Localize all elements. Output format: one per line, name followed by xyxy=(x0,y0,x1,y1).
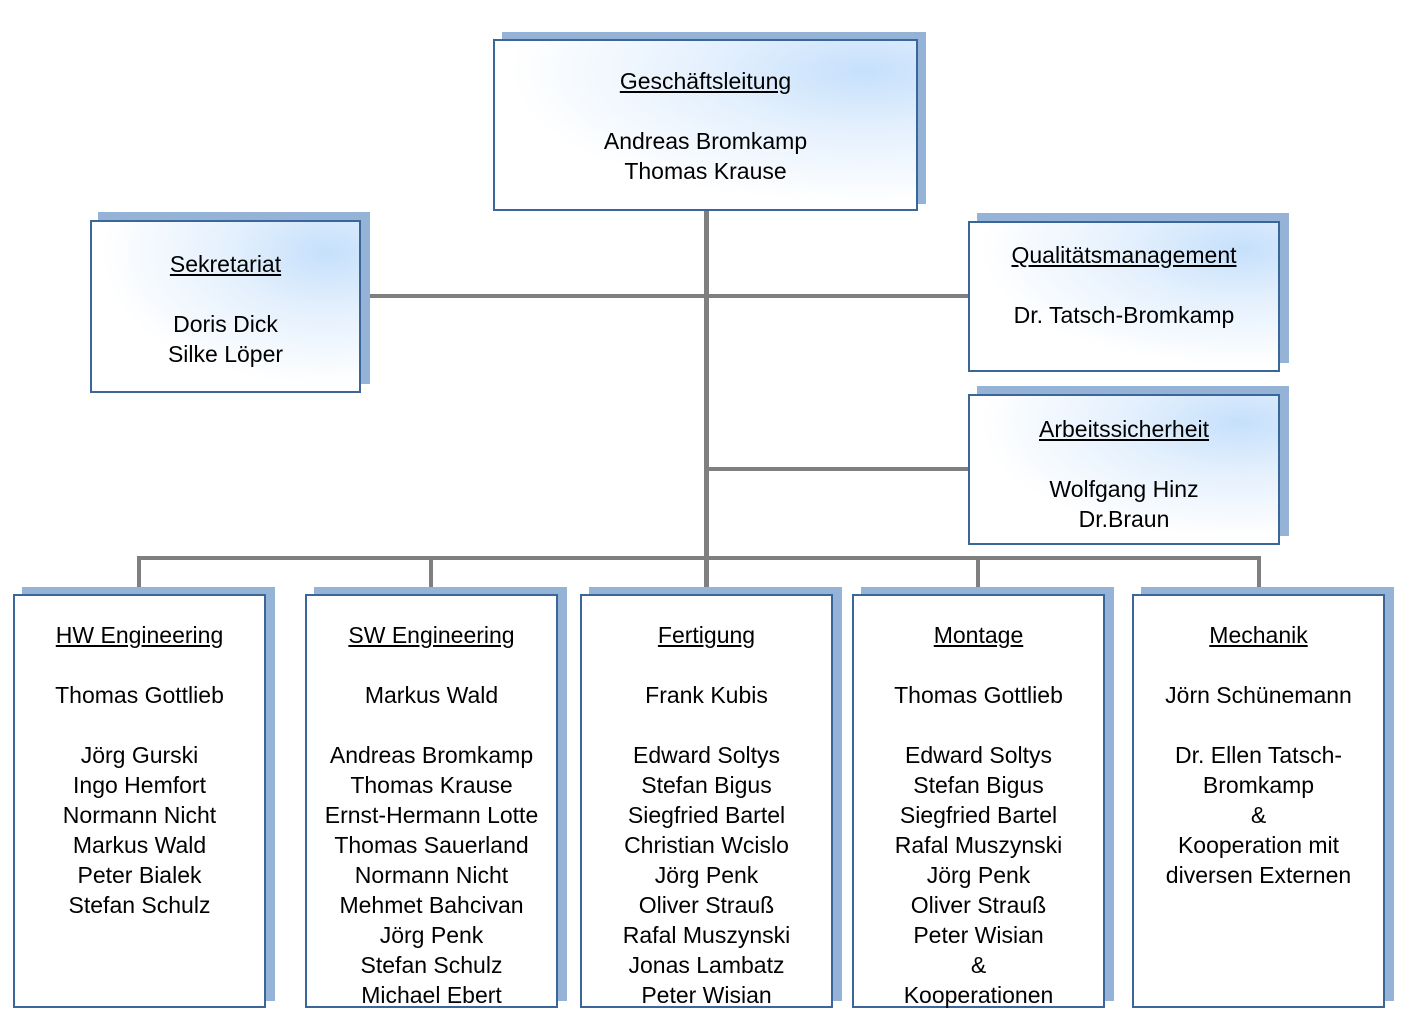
connector-sw-engineering xyxy=(429,556,433,594)
connector-mechanik xyxy=(1257,556,1261,594)
department-lead: Thomas Gottlieb xyxy=(894,682,1063,708)
department-member: Ernst-Hermann Lotte xyxy=(324,802,539,828)
box-sekretariat: Sekretariat Doris Dick Silke Löper xyxy=(90,220,361,393)
department-member: Jörg Penk xyxy=(654,862,759,888)
department-member: Edward Soltys xyxy=(632,742,780,768)
box-fertigung: Fertigung Frank Kubis Edward Soltys Stef… xyxy=(580,594,833,1008)
connector-montage xyxy=(976,556,980,594)
department-lead: Thomas Gottlieb xyxy=(55,682,224,708)
box-arbeitssicherheit: Arbeitssicherheit Wolfgang Hinz Dr.Braun xyxy=(968,394,1280,545)
department-lead: Jörn Schünemann xyxy=(1165,682,1352,708)
connector-hw-engineering xyxy=(137,556,141,594)
connector-arbeitssicherheit xyxy=(706,467,969,471)
department-member: Jörg Penk xyxy=(926,862,1031,888)
geschaeftsleitung-title: Geschäftsleitung xyxy=(619,68,792,94)
department-member: Siegfried Bartel xyxy=(627,802,786,828)
department-member: Thomas Krause xyxy=(350,772,513,798)
connector-sekretariat-qualitaet xyxy=(360,294,969,298)
department-member: Oliver Strauß xyxy=(638,892,775,918)
department-title: Fertigung xyxy=(657,622,756,648)
department-member: Rafal Muszynski xyxy=(894,832,1063,858)
department-member: Peter Wisian xyxy=(913,922,1044,948)
department-title: HW Engineering xyxy=(55,622,224,648)
department-title: SW Engineering xyxy=(348,622,515,648)
sekretariat-title: Sekretariat xyxy=(169,251,282,277)
connector-main-trunk xyxy=(704,210,709,594)
department-member: Andreas Bromkamp xyxy=(329,742,534,768)
department-member: Oliver Strauß xyxy=(910,892,1047,918)
box-sw-engineering: SW Engineering Markus Wald Andreas Bromk… xyxy=(305,594,558,1008)
department-title: Mechanik xyxy=(1209,622,1308,648)
department-member: Markus Wald xyxy=(72,832,207,858)
department-member: Stefan Bigus xyxy=(913,772,1044,798)
department-member: Bromkamp xyxy=(1202,772,1315,798)
department-member: Jörg Gurski xyxy=(80,742,199,768)
geschaeftsleitung-member: Andreas Bromkamp xyxy=(603,128,808,154)
department-lead: Frank Kubis xyxy=(645,682,768,708)
department-member: Dr. Ellen Tatsch- xyxy=(1174,742,1343,768)
sekretariat-member: Silke Löper xyxy=(167,341,284,367)
box-hw-engineering: HW Engineering Thomas Gottlieb Jörg Gurs… xyxy=(13,594,266,1008)
qualitaetsmanagement-member: Dr. Tatsch-Bromkamp xyxy=(1013,302,1235,328)
qualitaetsmanagement-title: Qualitätsmanagement xyxy=(1011,242,1237,268)
box-qualitaetsmanagement: Qualitätsmanagement Dr. Tatsch-Bromkamp xyxy=(968,221,1280,372)
department-member: Jörg Penk xyxy=(379,922,484,948)
department-member: Normann Nicht xyxy=(354,862,509,888)
department-member: Michael Ebert xyxy=(361,982,502,1008)
department-member: Christian Wcislo xyxy=(624,832,789,858)
department-member: Stefan Schulz xyxy=(68,892,211,918)
department-member: Siegfried Bartel xyxy=(899,802,1058,828)
arbeitssicherheit-member: Dr.Braun xyxy=(1078,506,1170,532)
department-member: Peter Bialek xyxy=(77,862,202,888)
arbeitssicherheit-member: Wolfgang Hinz xyxy=(1049,476,1199,502)
geschaeftsleitung-member: Thomas Krause xyxy=(624,158,787,184)
box-montage: Montage Thomas Gottlieb Edward Soltys St… xyxy=(852,594,1105,1008)
sekretariat-member: Doris Dick xyxy=(173,311,278,337)
department-member: & xyxy=(970,952,987,978)
department-member: Jonas Lambatz xyxy=(628,952,785,978)
department-lead: Markus Wald xyxy=(364,682,499,708)
box-mechanik: Mechanik Jörn Schünemann Dr. Ellen Tatsc… xyxy=(1132,594,1385,1008)
department-member: Ingo Hemfort xyxy=(73,772,206,798)
box-geschaeftsleitung: Geschäftsleitung Andreas Bromkamp Thomas… xyxy=(493,39,918,211)
department-member: Stefan Schulz xyxy=(360,952,503,978)
department-member: & xyxy=(1250,802,1267,828)
department-member: diversen Externen xyxy=(1165,862,1352,888)
department-member: Kooperationen xyxy=(903,982,1054,1008)
department-member: Mehmet Bahcivan xyxy=(339,892,524,918)
department-member: Peter Wisian xyxy=(641,982,772,1008)
department-member: Kooperation mit xyxy=(1177,832,1340,858)
department-member: Thomas Sauerland xyxy=(334,832,529,858)
department-member: Edward Soltys xyxy=(904,742,1052,768)
arbeitssicherheit-title: Arbeitssicherheit xyxy=(1038,416,1210,442)
department-member: Stefan Bigus xyxy=(641,772,772,798)
connector-departments-bus xyxy=(137,556,1261,560)
department-member: Rafal Muszynski xyxy=(622,922,791,948)
department-title: Montage xyxy=(933,622,1024,648)
department-member: Normann Nicht xyxy=(62,802,217,828)
